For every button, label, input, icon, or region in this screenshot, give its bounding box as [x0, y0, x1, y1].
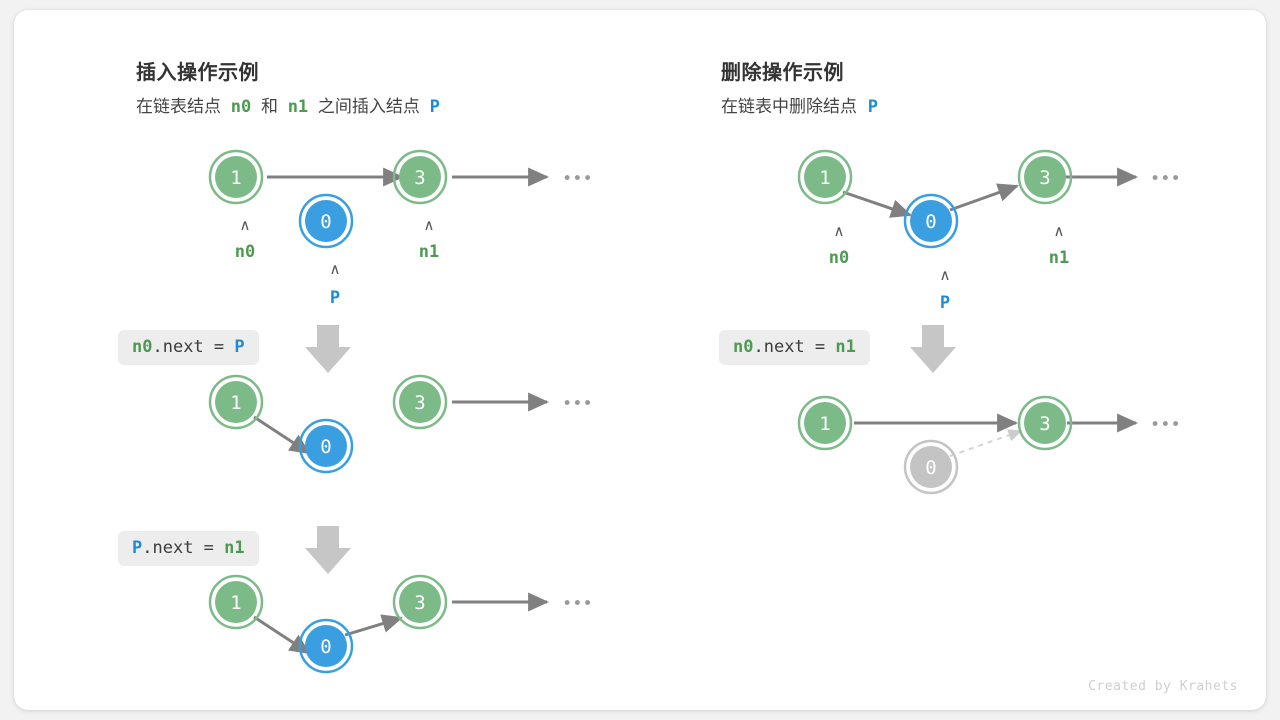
label-n0-delete: n0 [828, 248, 850, 268]
code-prop: .next = [152, 337, 235, 357]
node-n1: 3 [392, 149, 448, 205]
node-value: 1 [230, 592, 241, 614]
node-value: 0 [320, 211, 331, 233]
subtitle-prefix: 在链表中删除结点 [721, 97, 857, 116]
code-n0-next-n1: n0.next = n1 [719, 330, 870, 366]
diagram-graphics: ••• 1 0 3 [208, 149, 1181, 674]
node-p: 0 [298, 618, 354, 674]
caret-n1: ∧ [423, 216, 435, 234]
subtitle-middle: 和 [260, 97, 278, 116]
node-deleted: 0 [903, 439, 959, 495]
node-value: 3 [414, 392, 425, 414]
insert-step-2-graphic: ••• 1 0 3 [208, 374, 593, 474]
delete-step-2-graphic: ••• 1 0 3 [797, 395, 1181, 495]
code-p-next-n1: P.next = n1 [118, 531, 259, 567]
node-n1: 3 [1017, 395, 1073, 451]
node-value: 0 [320, 436, 331, 458]
subtitle-prefix: 在链表结点 [136, 97, 221, 116]
arrow-p-n1 [344, 614, 404, 637]
code-target: P [132, 538, 143, 558]
label-n0: n0 [234, 242, 256, 262]
label-p-delete: P [939, 293, 951, 313]
label-n1: n1 [418, 242, 440, 262]
node-value: 0 [925, 211, 936, 233]
caret-n0-delete: ∧ [833, 222, 845, 240]
code-value: n1 [224, 538, 245, 558]
code-target: n0 [132, 337, 153, 357]
code-prop: .next = [753, 337, 836, 357]
code-n0-next-p: n0.next = P [118, 330, 259, 366]
node-n1: 3 [1017, 149, 1073, 205]
credit-text: Created by Krahets [1088, 679, 1238, 694]
node-n0: 1 [208, 149, 264, 205]
node-p: 0 [903, 193, 959, 249]
node-n1: 3 [392, 374, 448, 430]
arrow-n0-p [842, 190, 912, 218]
subtitle-var-p: P [867, 97, 878, 117]
diagram-card: 插入操作示例 在链表结点 n0 和 n1 之间插入结点 P n0.next = … [14, 10, 1266, 710]
subtitle-var-p: P [429, 97, 440, 117]
label-p: P [329, 288, 341, 308]
down-arrow-3 [910, 325, 956, 373]
label-n1-delete: n1 [1048, 248, 1070, 268]
node-value: 1 [819, 167, 830, 189]
node-value: 1 [819, 413, 830, 435]
insert-step-3-graphic: ••• 1 0 3 [208, 574, 593, 674]
node-value: 1 [230, 167, 241, 189]
code-target: n0 [733, 337, 754, 357]
panel-insert-subtitle: 在链表结点 n0 和 n1 之间插入结点 P [136, 92, 440, 117]
ellipsis: ••• [1150, 169, 1181, 189]
panel-delete-subtitle: 在链表中删除结点 P [721, 92, 878, 117]
node-value: 0 [925, 457, 936, 479]
caret-n1-delete: ∧ [1053, 222, 1065, 240]
subtitle-var-n1: n1 [287, 97, 309, 117]
delete-step-1-graphic: ••• 1 0 3 [797, 149, 1181, 249]
node-n0: 1 [797, 395, 853, 451]
node-p: 0 [298, 418, 354, 474]
code-prop: .next = [142, 538, 225, 558]
code-value: P [234, 337, 245, 357]
insert-step-1-graphic: ••• 1 0 3 [208, 149, 593, 249]
node-n0: 1 [208, 574, 264, 630]
down-arrow-2 [305, 526, 351, 574]
panel-insert: 插入操作示例 在链表结点 n0 和 n1 之间插入结点 P n0.next = … [14, 10, 640, 710]
arrow-p-n1 [949, 183, 1019, 212]
node-n1: 3 [392, 574, 448, 630]
arrow-deleted-dashed [949, 429, 1023, 457]
node-value: 3 [1039, 413, 1050, 435]
node-value: 3 [1039, 167, 1050, 189]
ellipsis: ••• [1150, 415, 1181, 435]
panel-delete: 删除操作示例 在链表中删除结点 P n0.next = n1 ∧ [594, 10, 1266, 710]
ellipsis: ••• [562, 169, 593, 189]
subtitle-suffix: 之间插入结点 [317, 97, 420, 116]
panel-insert-title: 插入操作示例 [136, 62, 259, 84]
down-arrow-1 [305, 325, 351, 373]
code-value: n1 [835, 337, 856, 357]
ellipsis: ••• [562, 594, 593, 614]
node-value: 3 [414, 592, 425, 614]
caret-n0: ∧ [239, 216, 251, 234]
node-value: 1 [230, 392, 241, 414]
ellipsis: ••• [562, 394, 593, 414]
node-value: 3 [414, 167, 425, 189]
subtitle-var-n0: n0 [230, 97, 252, 117]
panel-delete-title: 删除操作示例 [721, 62, 844, 84]
caret-p-delete: ∧ [939, 266, 951, 284]
node-value: 0 [320, 636, 331, 658]
caret-p: ∧ [329, 260, 341, 278]
node-p: 0 [298, 193, 354, 249]
node-n0: 1 [797, 149, 853, 205]
node-n0: 1 [208, 374, 264, 430]
